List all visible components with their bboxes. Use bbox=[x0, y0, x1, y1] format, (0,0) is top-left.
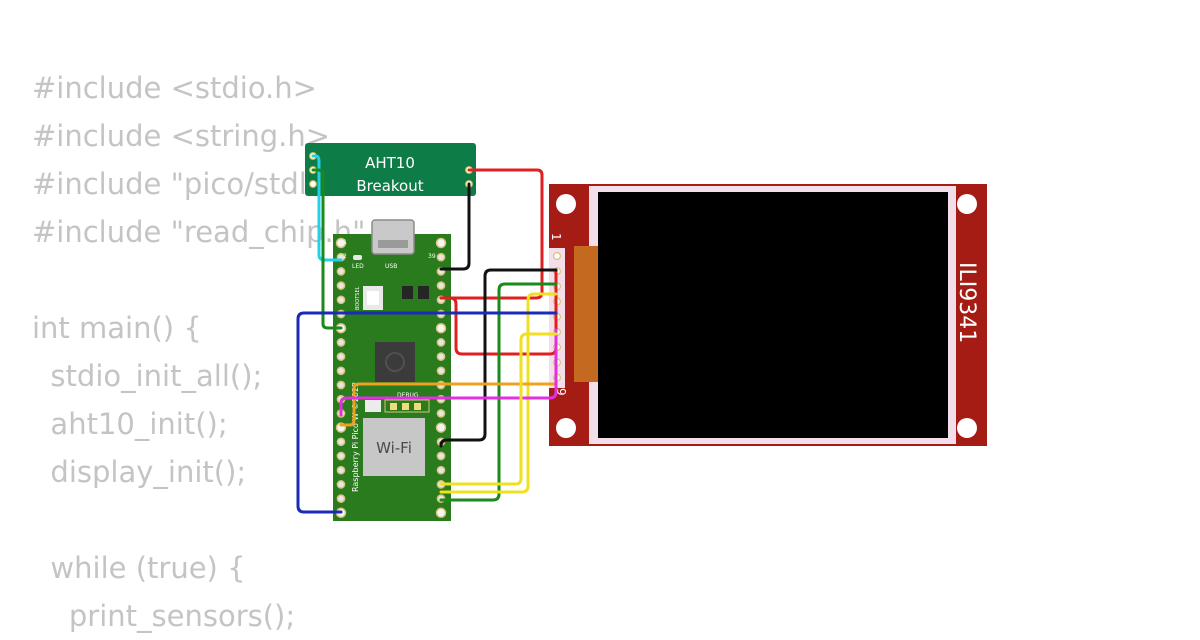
rp2040-chip bbox=[375, 342, 415, 382]
display-name: ILI9341 bbox=[954, 262, 979, 343]
code-line: stdio_init_all(); bbox=[32, 359, 263, 393]
pico-pin bbox=[436, 366, 446, 376]
pico-pin bbox=[336, 352, 346, 361]
wire-yellow-display-dc bbox=[439, 292, 558, 494]
pico-pin bbox=[436, 409, 446, 418]
usb-label: USB bbox=[385, 263, 397, 270]
aht10-title: AHT10 bbox=[365, 154, 415, 172]
wire-black-display-gnd bbox=[439, 268, 558, 448]
pico-pin bbox=[336, 494, 346, 503]
wire-green-display-reset bbox=[439, 282, 558, 502]
pico-pin bbox=[436, 465, 446, 475]
code-line: while (true) { bbox=[32, 551, 246, 585]
usb-connector bbox=[371, 219, 415, 255]
aht10-subtitle: Breakout bbox=[356, 177, 423, 195]
pico-pin bbox=[435, 237, 447, 249]
pico-pin bbox=[336, 480, 346, 489]
pico-pin-39-label: 39 bbox=[428, 253, 436, 260]
wire-black-aht10-gnd bbox=[439, 182, 471, 271]
code-line: #include "read_chip.h" bbox=[32, 215, 366, 249]
code-line: #include <stdio.h> bbox=[32, 71, 317, 105]
wire-orange-display-sck bbox=[339, 382, 558, 427]
code-line: print_sensors(); bbox=[32, 599, 296, 633]
pico-pin bbox=[336, 295, 346, 305]
pico-pin bbox=[335, 237, 347, 249]
display-pin bbox=[552, 252, 561, 261]
pico-pin bbox=[336, 267, 346, 276]
pico-pin bbox=[336, 380, 346, 390]
pico-pin-1-label: 1 bbox=[343, 239, 347, 246]
led-label: LED bbox=[352, 263, 364, 270]
pico-pin bbox=[436, 338, 446, 347]
wire-blue-display-mosi bbox=[296, 311, 558, 514]
wifi-module bbox=[363, 418, 425, 476]
display-pin-1-label: 1 bbox=[549, 233, 563, 241]
pico-board-name: Raspberry Pi Pico W ©2022 bbox=[351, 382, 360, 492]
display-pin-9-label: 9 bbox=[554, 388, 568, 396]
pico-pin bbox=[336, 465, 346, 475]
led-indicator bbox=[353, 255, 362, 260]
pico-pin bbox=[336, 338, 346, 347]
pico-pin bbox=[435, 322, 447, 334]
wire-magenta-display-miso bbox=[339, 328, 558, 417]
pico-pin bbox=[436, 451, 446, 461]
code-line: #include <string.h> bbox=[32, 119, 331, 153]
code-line: display_init(); bbox=[32, 455, 247, 489]
wire-yellow-display-cs bbox=[439, 332, 558, 486]
pico-pin-2-label: 2 bbox=[343, 253, 347, 260]
pico-pin bbox=[336, 451, 346, 461]
pico-pin bbox=[436, 281, 446, 290]
pico-pin-headers bbox=[335, 237, 447, 519]
wire-green-aht10-scl bbox=[311, 168, 343, 330]
code-line: int main() { bbox=[32, 311, 202, 345]
debug-label: DEBUG bbox=[397, 392, 419, 399]
display-screen bbox=[598, 192, 948, 438]
pico-pin bbox=[435, 507, 447, 519]
debug-header bbox=[384, 399, 430, 413]
pico-pin bbox=[436, 352, 446, 361]
pico-pin bbox=[436, 252, 446, 262]
pico-board[interactable] bbox=[333, 219, 451, 521]
code-line: aht10_init(); bbox=[32, 407, 228, 441]
pico-pin bbox=[336, 281, 346, 290]
ili9341-display[interactable] bbox=[549, 184, 987, 446]
wifi-label: Wi-Fi bbox=[376, 439, 412, 457]
pico-pin bbox=[336, 366, 346, 376]
wire-red-aht10-vcc bbox=[439, 168, 544, 300]
pico-pin bbox=[435, 422, 447, 433]
pico-pin bbox=[336, 437, 346, 447]
bootsel-label: BOOTSEL bbox=[355, 286, 361, 310]
